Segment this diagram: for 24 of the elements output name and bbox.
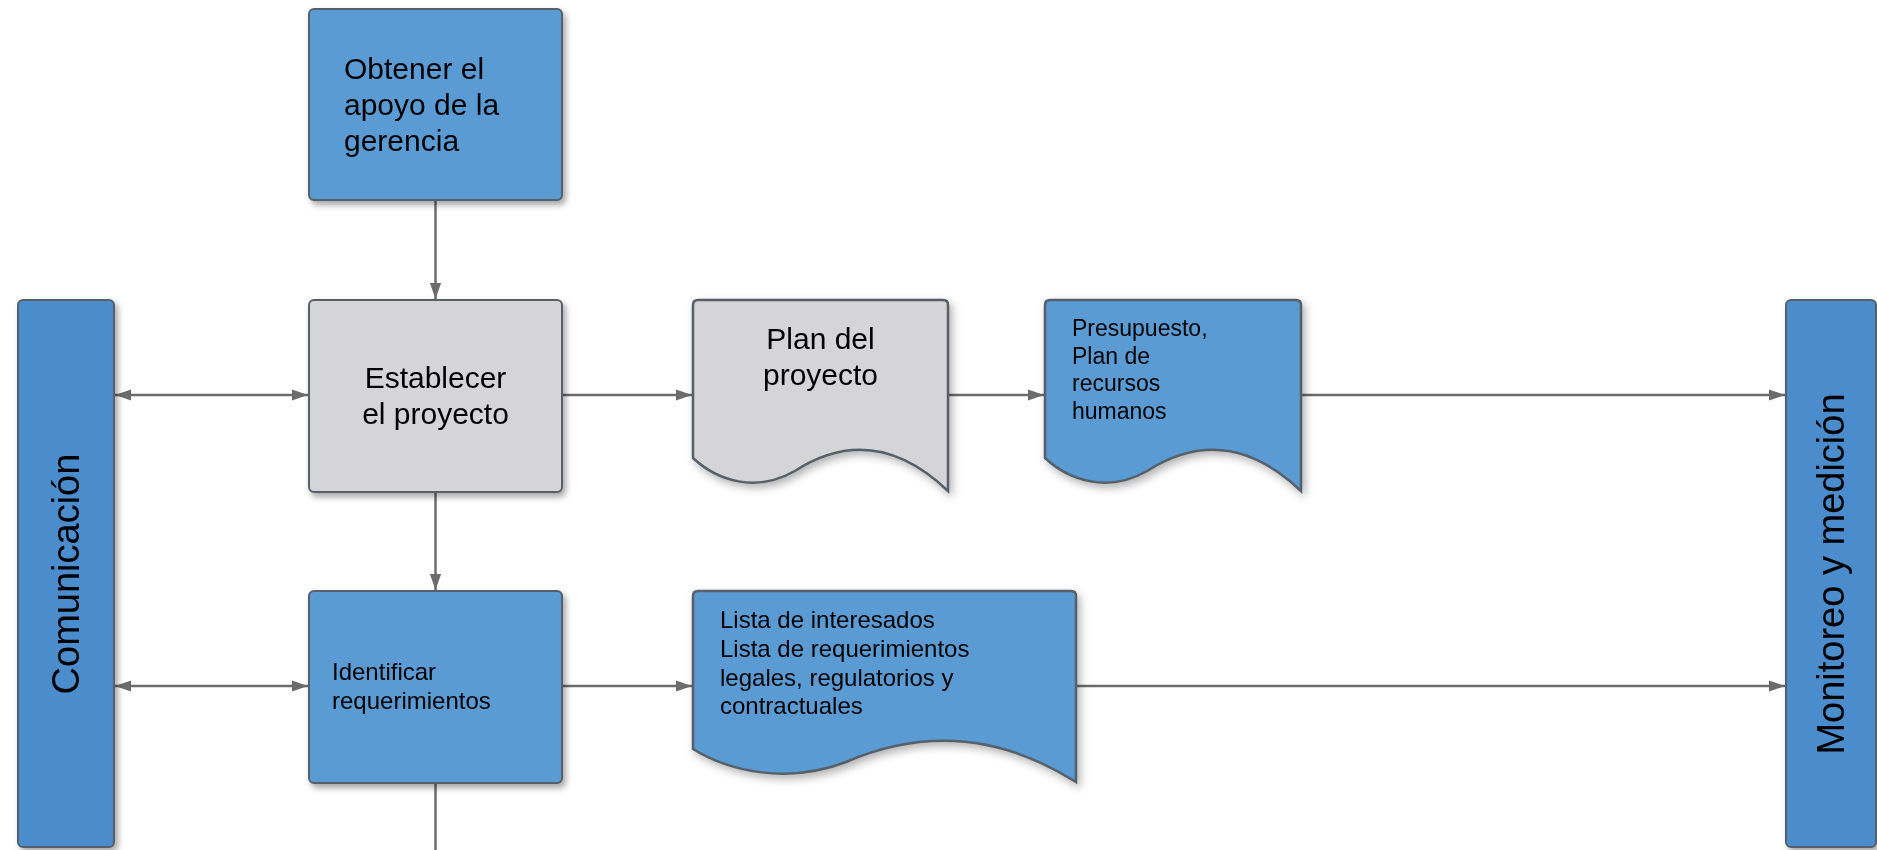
- vertical-band: [1785, 299, 1877, 848]
- connector-arrow: [563, 389, 692, 401]
- document-text: Lista de interesados: [720, 606, 936, 635]
- document-text: Presupuesto,: [1072, 315, 1209, 343]
- vertical-band: [17, 299, 115, 848]
- connector-arrow: [563, 680, 692, 692]
- document-text: Plan del proyecto: [761, 321, 880, 393]
- document-text: Plan de recursos humanos: [1072, 342, 1168, 426]
- connector-arrow: [1302, 389, 1785, 401]
- connector-arrow: [115, 680, 308, 692]
- box-text: Establecer el proyecto: [361, 360, 510, 432]
- band-label: Monitoreo y medición: [1812, 392, 1850, 755]
- process-box: [308, 590, 563, 784]
- box-text: Obtener el apoyo de la gerencia: [344, 50, 501, 159]
- connector-arrow: [429, 493, 442, 590]
- process-box: [308, 8, 563, 201]
- process-box: [308, 299, 563, 493]
- connector-arrow: [1077, 680, 1785, 692]
- connector-arrow: [949, 389, 1044, 401]
- band-label: Comunicación: [47, 453, 85, 694]
- connector-arrow: [115, 389, 308, 401]
- box-text: Identificar requerimientos: [332, 658, 492, 716]
- connector-arrow: [429, 201, 442, 299]
- document-text: Lista de requerimientos legales, regulatorios y contractuales: [720, 634, 971, 722]
